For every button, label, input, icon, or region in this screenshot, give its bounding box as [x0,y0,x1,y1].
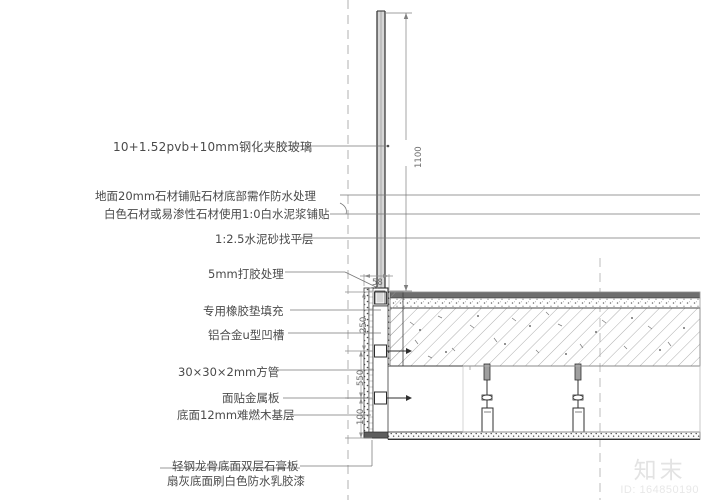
centerline-axis [347,0,601,500]
ceiling-assembly [387,431,701,441]
annotation-screed-layer: 1:2.5水泥砂找平层 [215,232,314,246]
annotation-leaders [160,144,700,469]
dimension-lines-upper [385,12,412,292]
vertical-post-assembly [363,287,412,439]
annotation-latex-paint: 扇灰底面刷白色防水乳胶漆 [167,474,305,488]
floor-slab-assembly [388,291,701,367]
annotation-gypsum-board: 轻钢龙骨底面双层石膏板 [172,459,299,473]
annotation-wood-base: 底面12mm难燃木基层 [177,408,295,422]
watermark: 知末 ID: 164850190 [620,458,699,496]
aluminium-u-channel [371,284,389,307]
construction-lines [389,291,701,439]
annotation-rubber-pad: 专用橡胶垫填充 [203,304,284,318]
annotation-stone-waterproof: 地面20mm石材铺贴石材底部需作防水处理 [95,189,317,203]
ceiling-hangers [469,363,585,433]
annotation-u-channel: 铝合金u型凹槽 [208,328,285,342]
annotation-glass: 10+1.52pvb+10mm钢化夹胶玻璃 [113,140,313,154]
annotation-sealant: 5mm打胶处理 [208,267,284,281]
dimension-height-550: 550 [356,369,366,386]
dimension-height-1100: 1100 [414,146,424,168]
dimension-height-100: 100 [356,408,366,425]
glass-balustrade [376,10,386,296]
dimension-width-58: 58 [372,278,383,288]
annotation-white-stone-cement: 白色石材或易渗性石材使用1:0白水泥浆铺贴 [104,207,330,221]
annotation-metal-panel: 面贴金属板 [222,391,280,405]
dimension-height-250: 250 [359,316,369,333]
annotation-square-tube: 30×30×2mm方管 [178,365,280,379]
watermark-id: ID: 164850190 [620,484,699,496]
watermark-logo-text: 知末 [633,458,686,484]
dimension-58 [360,274,393,290]
